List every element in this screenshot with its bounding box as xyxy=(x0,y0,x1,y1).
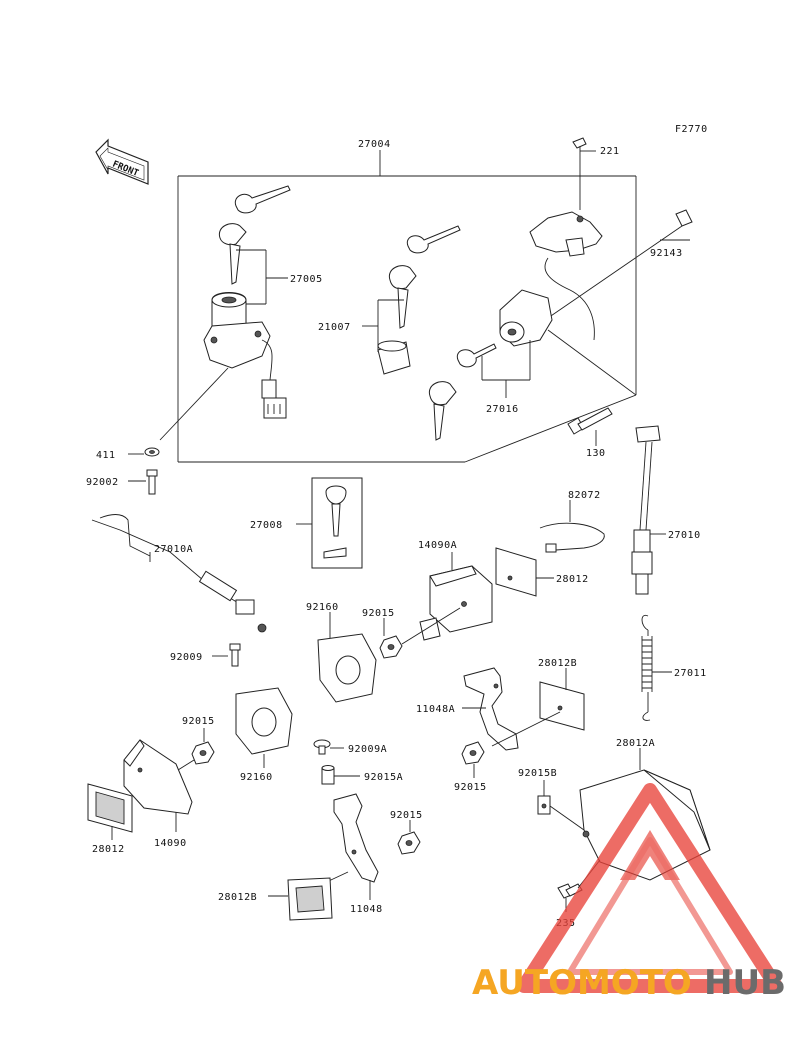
keys-27005 xyxy=(218,185,291,305)
cable-27010a xyxy=(91,514,267,633)
nut-92015-a xyxy=(379,607,461,659)
nut-92015-b xyxy=(461,741,485,778)
band-82072 xyxy=(539,500,605,553)
pad-28012b-a xyxy=(539,668,585,731)
label-27011: 27011 xyxy=(674,668,707,679)
label-27016: 27016 xyxy=(486,404,519,415)
label-92160-a: 92160 xyxy=(306,602,339,613)
switch-27010 xyxy=(631,425,666,595)
label-28012b-b: 28012B xyxy=(218,892,257,903)
label-27004: 27004 xyxy=(358,139,391,150)
label-92015a: 92015A xyxy=(364,772,403,783)
label-221: 221 xyxy=(600,146,620,157)
label-28012-bottom: 28012 xyxy=(92,844,125,855)
spring-27011 xyxy=(641,614,672,721)
seat-lock-bracket xyxy=(529,211,603,341)
screw-92009 xyxy=(212,643,241,667)
washer-411 xyxy=(128,447,160,457)
gasket-92160-b xyxy=(235,687,293,768)
label-27010: 27010 xyxy=(668,530,701,541)
pad-28012b-b xyxy=(268,877,333,921)
label-82072: 82072 xyxy=(568,490,601,501)
watermark-text: AUTOMOTO HUB xyxy=(472,963,786,1003)
watermark-part2: HUB xyxy=(704,963,786,1003)
label-28012-top: 28012 xyxy=(556,574,589,585)
label-92009a: 92009A xyxy=(348,744,387,755)
keys-21007 xyxy=(362,225,461,375)
label-14090a: 14090A xyxy=(418,540,457,551)
label-27010a: 27010A xyxy=(154,544,193,555)
label-92015b: 92015B xyxy=(518,768,557,779)
nut-92015-c xyxy=(397,820,421,855)
label-92143: 92143 xyxy=(650,248,683,259)
bracket-14090a xyxy=(419,552,493,641)
pad-28012-bottom xyxy=(87,783,133,840)
bolt-130 xyxy=(567,407,613,446)
label-411: 411 xyxy=(96,450,116,461)
screw-221 xyxy=(572,137,596,210)
watermark-logo xyxy=(517,783,783,993)
label-92009: 92009 xyxy=(170,652,203,663)
seat-lock-27016 xyxy=(428,289,637,441)
label-92015-b: 92015 xyxy=(454,782,487,793)
key-27008 xyxy=(296,477,363,569)
label-27005: 27005 xyxy=(290,274,323,285)
label-92160-b: 92160 xyxy=(240,772,273,783)
label-28012a: 28012A xyxy=(616,738,655,749)
label-92015-c: 92015 xyxy=(390,810,423,821)
figure-code: F2770 xyxy=(675,124,708,135)
pad-28012-top xyxy=(495,547,554,597)
assembly-27004-frame xyxy=(177,150,637,463)
watermark-part1: AUTOMOTO xyxy=(472,963,692,1003)
front-arrow-icon: FRONT xyxy=(95,138,149,185)
label-21007: 21007 xyxy=(318,322,351,333)
bracket-14090 xyxy=(123,739,193,832)
collar-92015a xyxy=(321,765,360,785)
label-92002: 92002 xyxy=(86,477,119,488)
bolt-92002 xyxy=(128,469,158,495)
cylinder-pin-92143 xyxy=(544,209,693,321)
label-11048a: 11048A xyxy=(416,704,455,715)
clip-92015b xyxy=(537,780,585,831)
bracket-11048a xyxy=(462,667,561,751)
label-28012b-a: 28012B xyxy=(538,658,577,669)
label-27008: 27008 xyxy=(250,520,283,531)
screw-92009a xyxy=(313,739,344,755)
gasket-92160-a xyxy=(317,612,377,703)
label-92015-d: 92015 xyxy=(182,716,215,727)
label-92015-a: 92015 xyxy=(362,608,395,619)
label-14090: 14090 xyxy=(154,838,187,849)
ignition-switch xyxy=(159,292,287,441)
label-130: 130 xyxy=(586,448,606,459)
label-11048: 11048 xyxy=(350,904,383,915)
